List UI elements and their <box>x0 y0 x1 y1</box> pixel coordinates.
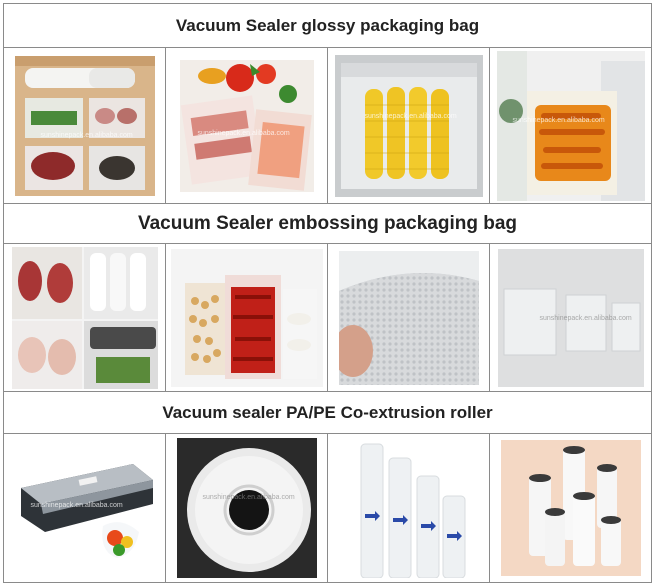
watermark: sunshinepack.en.alibaba.com <box>197 129 290 137</box>
section-header-embossing: Vacuum Sealer embossing packaging bag <box>4 204 651 244</box>
image-cell: sunshinepack.en.alibaba.com <box>166 48 328 203</box>
image-cell <box>4 244 166 391</box>
product-image-meat-roll-collage <box>11 246 158 389</box>
image-cell <box>490 434 651 582</box>
product-image-rolls-arrows <box>338 438 479 578</box>
watermark: sunshinepack.en.alibaba.com <box>539 314 632 322</box>
product-image-roll-end: sunshinepack.en.alibaba.com <box>176 438 317 578</box>
product-image-fruit-bag: sunshinepack.en.alibaba.com <box>496 50 645 201</box>
product-image-embossed-texture <box>338 250 479 385</box>
image-cell: sunshinepack.en.alibaba.com <box>490 244 651 391</box>
product-image-chickpea-chili <box>170 248 323 387</box>
watermark: sunshinepack.en.alibaba.com <box>364 112 457 120</box>
image-row-embossing: sunshinepack.en.alibaba.com <box>4 244 651 392</box>
image-cell: sunshinepack.en.alibaba.com <box>166 434 328 582</box>
watermark: sunshinepack.en.alibaba.com <box>40 131 133 139</box>
section-title: Vacuum sealer PA/PE Co-extrusion roller <box>162 402 493 422</box>
image-cell <box>328 434 490 582</box>
section-header-roller: Vacuum sealer PA/PE Co-extrusion roller <box>4 392 651 434</box>
section-header-glossy: Vacuum Sealer glossy packaging bag <box>4 4 651 48</box>
section-title: Vacuum Sealer glossy packaging bag <box>175 15 480 35</box>
product-image-corn-bag: sunshinepack.en.alibaba.com <box>334 54 483 197</box>
image-cell <box>328 244 490 391</box>
product-image-food-bags: sunshinepack.en.alibaba.com <box>14 55 155 196</box>
product-image-standing-rolls <box>500 440 641 576</box>
product-image-clear-bags: sunshinepack.en.alibaba.com <box>497 248 644 387</box>
product-image-sealer-machine: sunshinepack.en.alibaba.com <box>10 438 159 578</box>
watermark: sunshinepack.en.alibaba.com <box>202 494 295 501</box>
watermark: sunshinepack.en.alibaba.com <box>30 502 123 509</box>
image-cell: sunshinepack.en.alibaba.com <box>4 48 166 203</box>
product-image-meat-bags: sunshinepack.en.alibaba.com <box>179 59 314 192</box>
image-cell: sunshinepack.en.alibaba.com <box>328 48 490 203</box>
image-cell <box>166 244 328 391</box>
product-table: Vacuum Sealer glossy packaging bag <box>3 3 652 583</box>
section-title: Vacuum Sealer embossing packaging bag <box>137 212 518 234</box>
image-cell: sunshinepack.en.alibaba.com <box>490 48 651 203</box>
image-cell: sunshinepack.en.alibaba.com <box>4 434 166 582</box>
watermark: sunshinepack.en.alibaba.com <box>512 116 605 124</box>
image-row-glossy: sunshinepack.en.alibaba.com s <box>4 48 651 204</box>
image-row-roller: sunshinepack.en.alibaba.com sunshinepack… <box>4 434 651 582</box>
